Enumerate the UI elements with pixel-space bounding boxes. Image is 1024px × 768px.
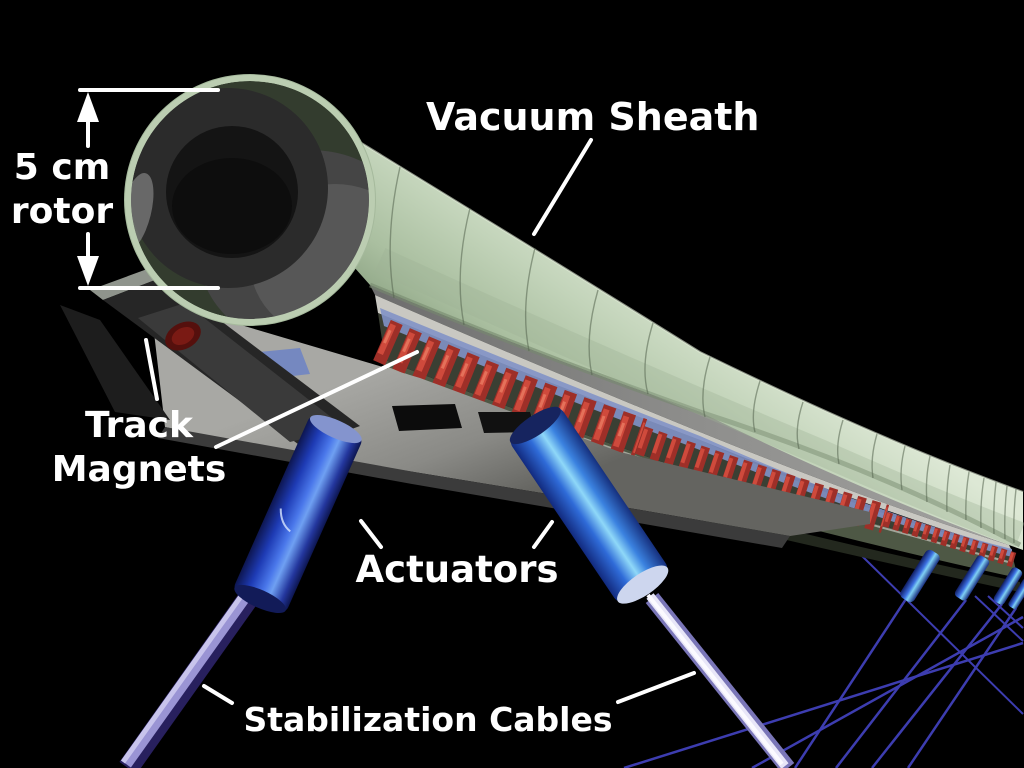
sheath-bottom-shade [369, 282, 1022, 548]
sheath-rib [1004, 485, 1008, 540]
stabilization-cable-right [645, 593, 795, 768]
actuator-right-cap-bottom [617, 565, 669, 604]
distant-cable [974, 595, 1024, 642]
sheath-rib [980, 477, 985, 529]
leader-vacuum-sheath [532, 138, 593, 236]
sheath-rib [796, 401, 804, 450]
actuator-right [509, 406, 669, 604]
arrowhead-up-icon [77, 92, 99, 122]
sheath-rib [644, 322, 654, 395]
actuator-distant [900, 549, 940, 603]
magnet-coil-row [637, 428, 888, 527]
rotor-front-face [124, 74, 376, 326]
actuator-left-cap-bottom [234, 584, 287, 614]
sheath-rib [702, 356, 711, 418]
actuator-distant [1008, 578, 1024, 610]
actuator-left-body [234, 416, 362, 612]
actuator-distant [993, 567, 1023, 605]
front-magnet-coil [165, 321, 201, 351]
actuator-left [234, 414, 362, 614]
track-label-line1: Track [85, 405, 193, 446]
sheath-rib [871, 433, 878, 479]
annotations [77, 88, 696, 705]
sheath-mid-shade [374, 248, 1024, 548]
sheath-rib [588, 289, 599, 376]
distant-cable-group [623, 555, 1024, 768]
stabilization-cable-left [119, 589, 259, 768]
leader-cable-right [616, 671, 696, 704]
sheath-rib [993, 481, 997, 535]
plate-gap [392, 404, 462, 431]
sheath-rib [389, 166, 401, 299]
distant-cable [906, 607, 1018, 768]
sheath-ribs [389, 166, 1017, 544]
sheath-rim [125, 75, 375, 325]
rotor-bore-shadow [172, 158, 292, 254]
sheath-rib [836, 419, 844, 465]
leader-cable-left [202, 684, 234, 705]
track-label-line2: Magnets [51, 448, 227, 490]
leader-track-magnets-left [144, 338, 159, 401]
rim-inner-glint [131, 173, 154, 251]
distant-cable [871, 603, 1003, 768]
gray-band-light [375, 295, 1012, 551]
leader-actuator-right [532, 520, 554, 549]
stabilization-cables-label: Stabilization Cables [243, 700, 613, 739]
actuator-left-cap-top [309, 414, 362, 444]
rotor-dimension-label: 5 cm rotor [11, 146, 113, 234]
actuator-distant [954, 555, 990, 601]
sheath-rib [946, 464, 951, 513]
rotor-label-line2: rotor [10, 190, 114, 232]
track-magnets-label: Track Magnets [52, 404, 227, 492]
sheath-rib [1013, 488, 1017, 544]
mount-bracket [60, 305, 170, 420]
sheath-rib [925, 455, 931, 503]
actuator-glint [279, 508, 291, 533]
rotor-label-line1: 5 cm [13, 147, 111, 188]
actuators-label: Actuators [355, 548, 559, 591]
distant-cable [861, 555, 1024, 715]
distant-cable [751, 615, 1024, 768]
track-underside [395, 415, 1020, 592]
vacuum-sheath-tube [249, 74, 1024, 550]
actuator-right-cap-top [509, 406, 561, 445]
sheath-rib [524, 247, 536, 352]
dimension-arrow [77, 88, 220, 290]
distant-cable [623, 641, 1024, 768]
distant-cable [793, 598, 908, 768]
sheath-rib [965, 471, 970, 521]
sheath-top-highlight [249, 74, 1024, 493]
distant-actuators [900, 549, 1024, 610]
vacuum-sheath-label: Vacuum Sheath [426, 95, 760, 139]
leader-actuator-left [359, 519, 383, 549]
sheath-rib [752, 380, 761, 433]
actuator-right-body [510, 408, 668, 602]
sheath-rib [900, 445, 906, 491]
leader-track-magnets-right [214, 350, 419, 449]
mount-bracket-top [90, 268, 163, 300]
sheath-rib [459, 207, 471, 326]
arrowhead-down-icon [77, 256, 99, 286]
distant-cable [987, 595, 1024, 629]
